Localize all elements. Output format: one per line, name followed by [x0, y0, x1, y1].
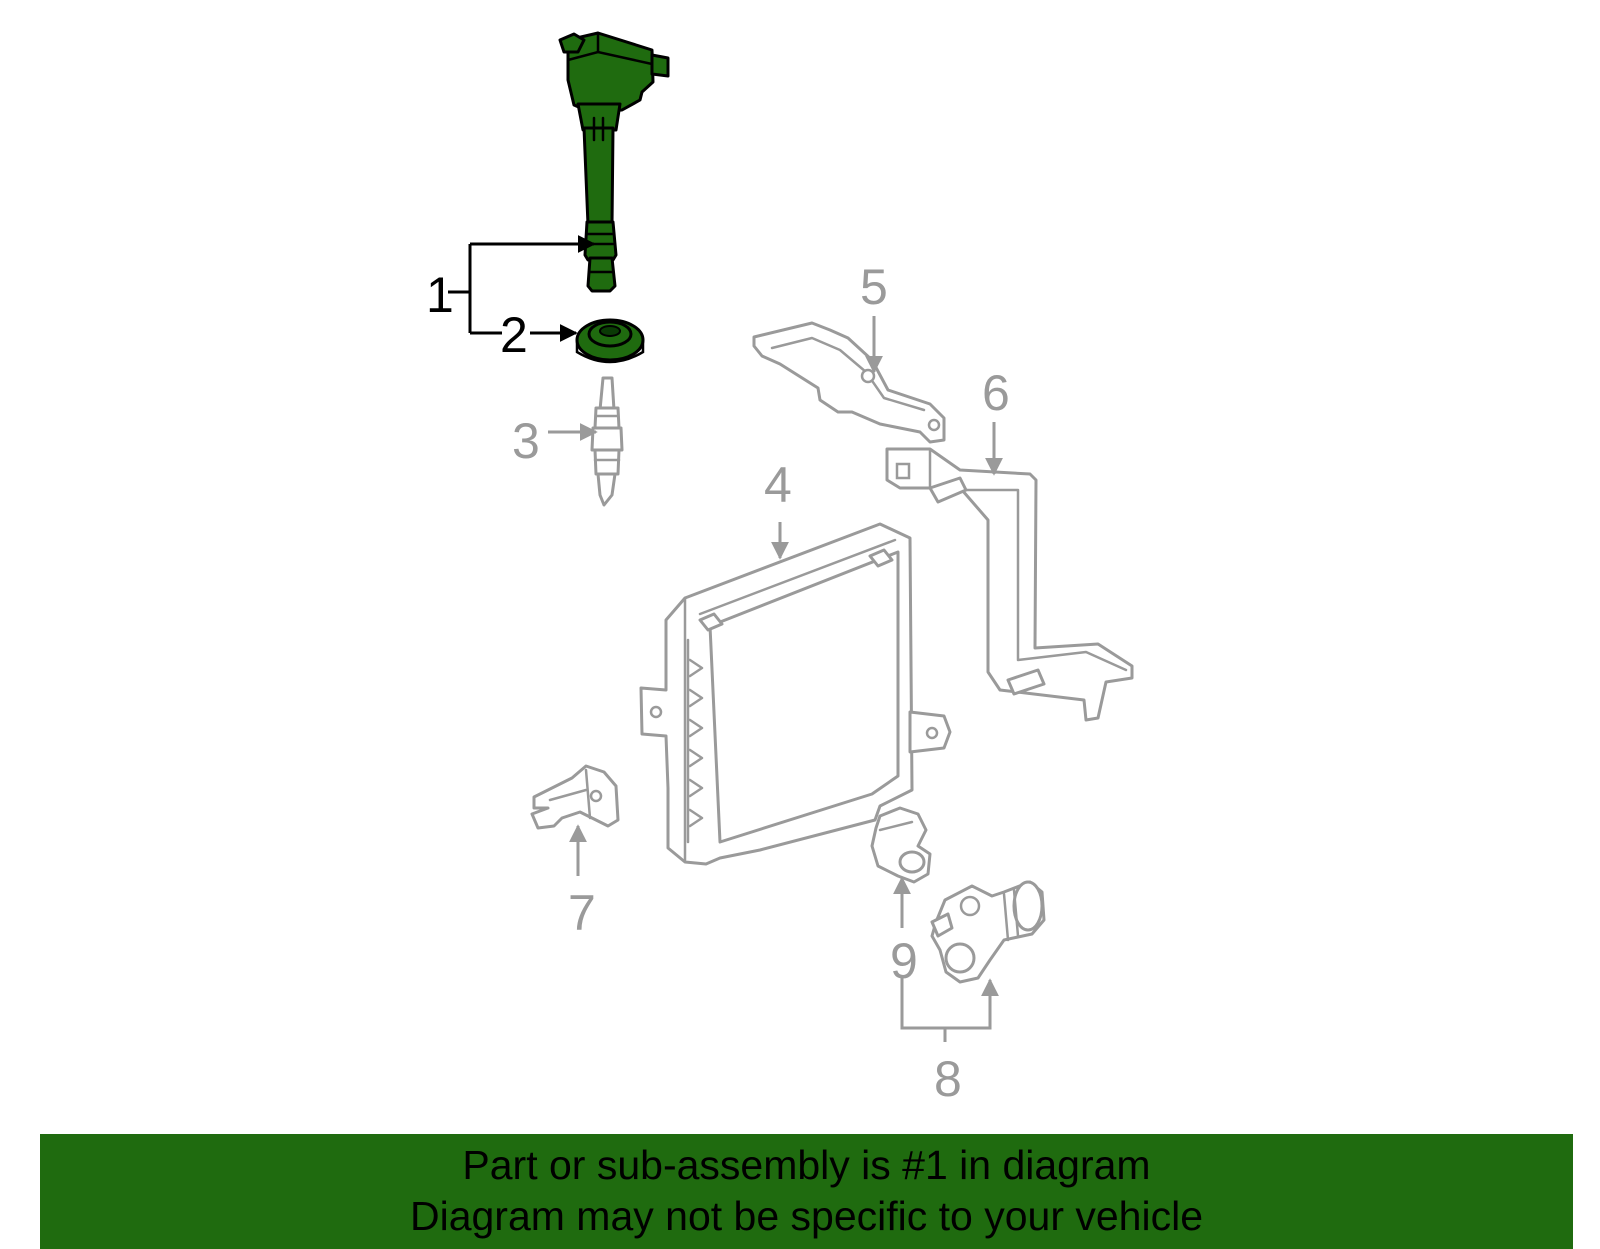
banner-line-1: Part or sub-assembly is #1 in diagram [462, 1142, 1151, 1188]
callout-2: 2 [500, 307, 528, 363]
sensor-connector-part[interactable] [870, 806, 932, 884]
engine-control-module-part[interactable] [639, 522, 952, 866]
callout-7: 7 [568, 885, 596, 941]
callout-labels: 1 2 3 4 5 6 7 9 8 [426, 259, 1010, 1107]
module-bracket-part[interactable] [752, 321, 946, 444]
callout-6: 6 [982, 365, 1010, 421]
info-banner: Part or sub-assembly is #1 in diagram Di… [40, 1134, 1573, 1249]
callout-4: 4 [764, 457, 792, 513]
callout-1: 1 [426, 267, 454, 323]
callout-3: 3 [512, 413, 540, 469]
leader-lines [448, 235, 1003, 1042]
coil-seal-part[interactable] [575, 318, 645, 364]
callout-9: 9 [890, 933, 918, 989]
ignition-coil-part[interactable] [558, 31, 670, 293]
callout-5: 5 [860, 259, 888, 315]
support-bracket-part[interactable] [885, 447, 1134, 722]
spark-plug-part[interactable] [590, 376, 624, 507]
mounting-bracket-part[interactable] [530, 764, 620, 830]
banner-line-2: Diagram may not be specific to your vehi… [409, 1193, 1203, 1239]
callout-8: 8 [934, 1051, 962, 1107]
sensor-part[interactable] [930, 880, 1046, 984]
